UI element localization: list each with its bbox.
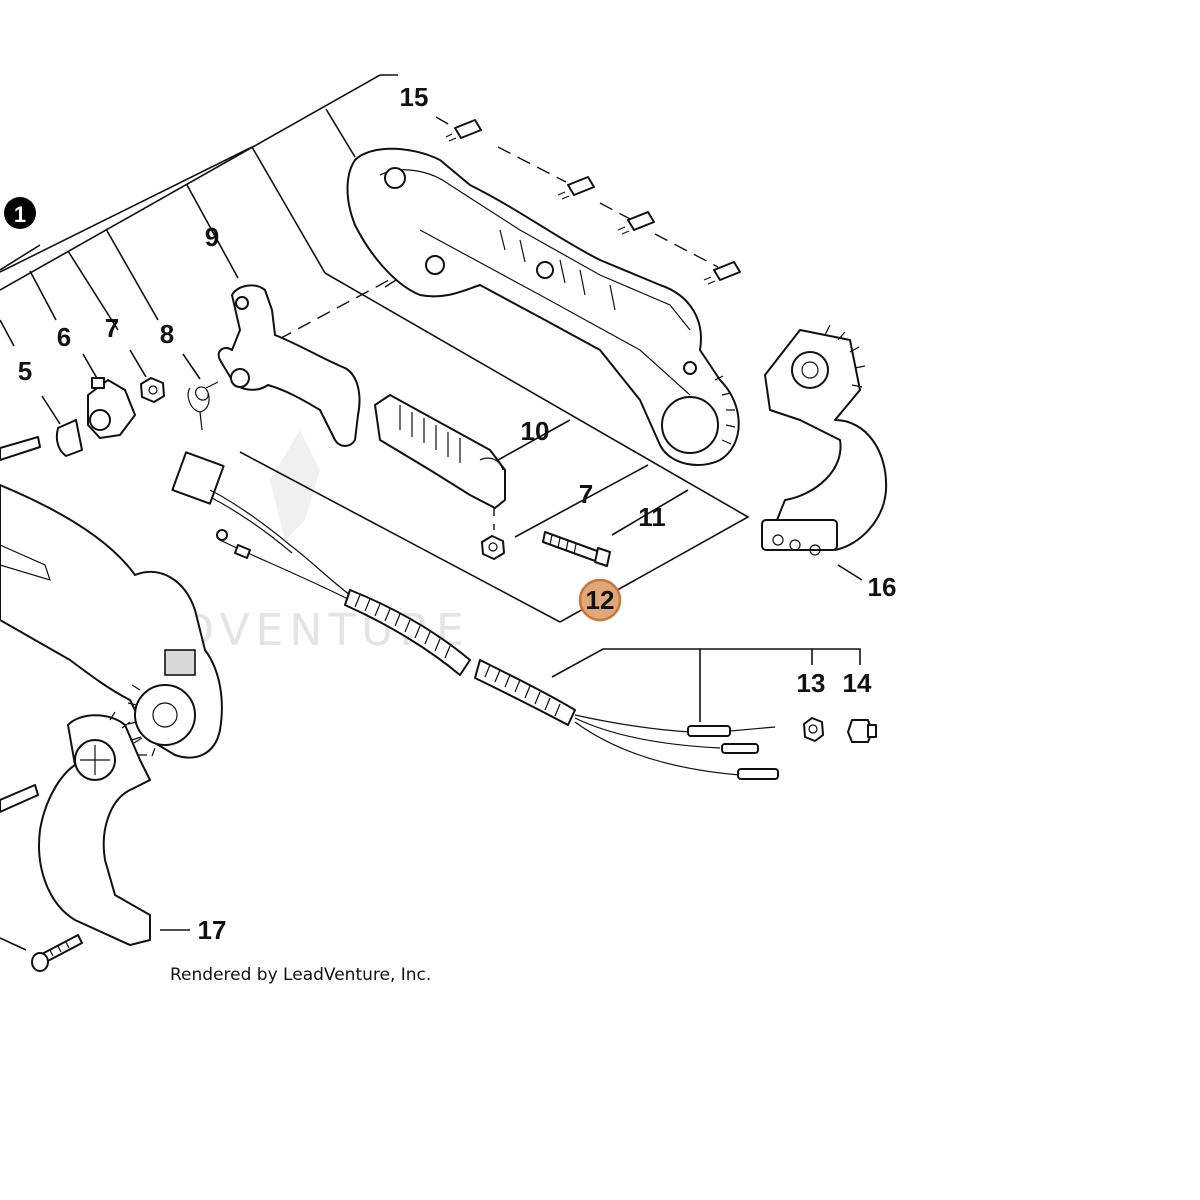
spring-part-8 <box>187 381 219 431</box>
switch-cover <box>374 394 506 509</box>
screw-part-17 <box>31 934 83 972</box>
upper-handle-housing <box>346 147 740 466</box>
insert-part-14 <box>847 719 877 743</box>
right-clamp <box>761 324 888 556</box>
render-credit: Rendered by LeadVenture, Inc. <box>170 965 431 985</box>
screw-icon <box>617 211 655 235</box>
callout-7-left[interactable]: 7 <box>105 313 119 343</box>
callout-10[interactable]: 10 <box>521 416 550 446</box>
callout-labels: 1 15 9 5 6 7 8 10 7 11 12 13 14 16 17 <box>4 82 896 945</box>
screw-left-edge <box>0 784 39 813</box>
callout-15[interactable]: 15 <box>400 82 429 112</box>
fitting-part-6 <box>87 377 136 439</box>
wiring-harness <box>171 451 779 780</box>
nut-part-13 <box>803 717 824 742</box>
screw-icon <box>557 176 595 200</box>
callout-1: 1 <box>14 202 26 227</box>
trigger-lever <box>217 284 361 447</box>
small-parts-left <box>0 377 219 461</box>
nut-part-7-left <box>140 377 165 403</box>
leader-lines <box>0 74 863 951</box>
handle-body <box>0 484 223 759</box>
highlight-circle <box>578 578 622 622</box>
callout-8[interactable]: 8 <box>160 319 174 349</box>
callout-9[interactable]: 9 <box>205 222 219 252</box>
callout-6[interactable]: 6 <box>57 322 71 352</box>
callout-5[interactable]: 5 <box>18 356 32 386</box>
callout-12-highlight[interactable]: 12 <box>578 578 622 622</box>
callout-16[interactable]: 16 <box>868 572 897 602</box>
drop-seal-part-5 <box>55 419 83 457</box>
screw-icon <box>445 119 482 142</box>
callout-12: 12 <box>586 585 615 615</box>
callout-11[interactable]: 11 <box>638 502 666 532</box>
callout-13[interactable]: 13 <box>797 668 826 698</box>
lower-clamp <box>38 711 151 946</box>
nut-part-7 <box>481 535 505 560</box>
screws-part-15 <box>445 119 741 285</box>
callout-1-badge[interactable]: 1 <box>4 197 36 229</box>
callout-17[interactable]: 17 <box>198 915 227 945</box>
bolt-part-11 <box>542 531 611 567</box>
callout-14[interactable]: 14 <box>843 668 872 698</box>
screw-icon <box>703 261 741 285</box>
callout-7-right[interactable]: 7 <box>579 479 593 509</box>
cable-end <box>0 436 41 461</box>
callout-badge-circle <box>4 197 36 229</box>
